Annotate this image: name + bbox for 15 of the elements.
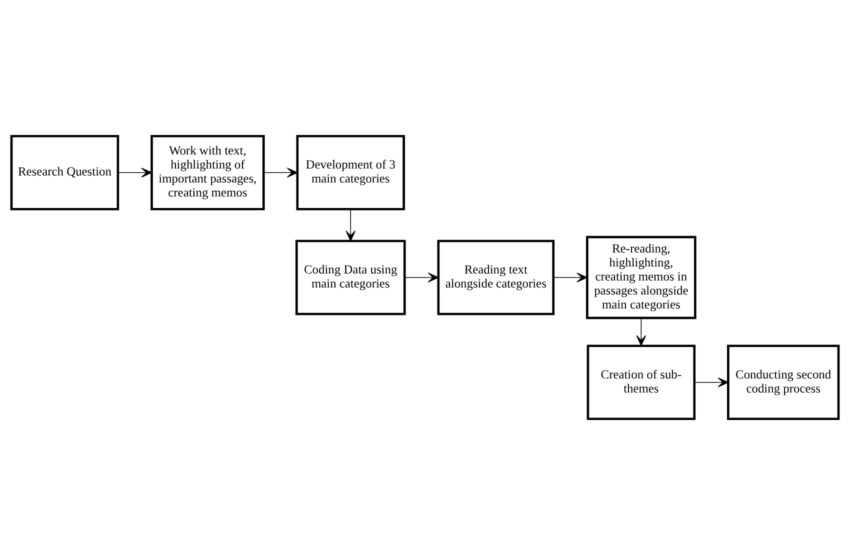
node-box: Conducting second coding process bbox=[727, 344, 840, 420]
arrow bbox=[346, 208, 356, 242]
node-box: Research Question bbox=[10, 134, 120, 210]
arrow bbox=[636, 318, 646, 346]
node-box: Reading text alongside categories bbox=[437, 240, 555, 316]
node-box: Coding Data using main categories bbox=[295, 240, 406, 316]
node-box: Work with text, highlighting of important passages, creating memos bbox=[150, 134, 265, 210]
arrow bbox=[118, 168, 152, 178]
node-box: Re-reading, highlighting, creating memos in passages alongside main categories bbox=[586, 236, 696, 320]
node-box: Development of 3 main categories bbox=[296, 134, 405, 210]
arrow bbox=[553, 272, 588, 282]
arrow bbox=[694, 377, 729, 388]
arrow bbox=[263, 168, 298, 178]
arrow bbox=[404, 272, 439, 282]
node-box: Creation of sub-themes bbox=[586, 344, 696, 420]
